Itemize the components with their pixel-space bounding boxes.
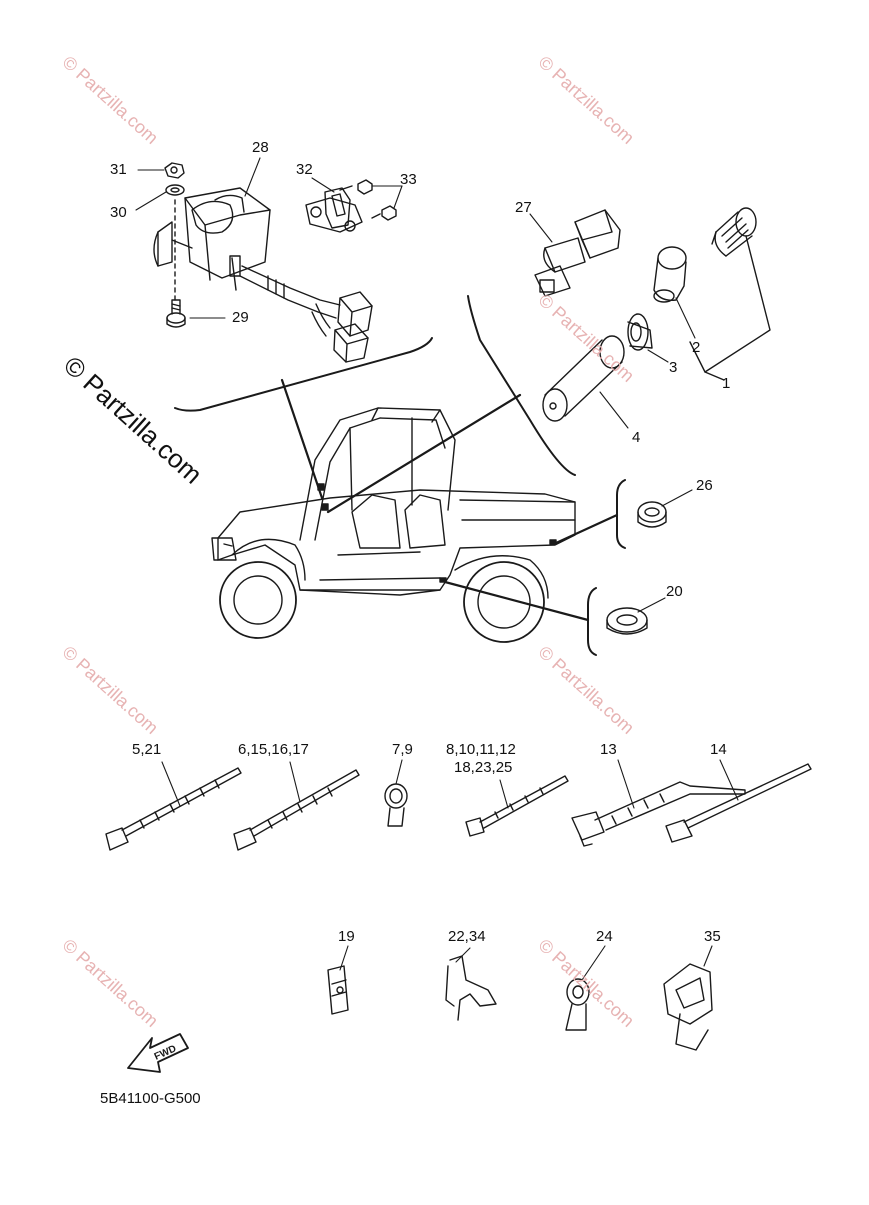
- callout-6-15-16-17: 6,15,16,17: [238, 741, 309, 758]
- leader-switch-left: [280, 378, 324, 500]
- callout-26: 26: [696, 477, 713, 494]
- callout-24: 24: [596, 928, 613, 945]
- vehicle-drawing: [211, 407, 576, 643]
- callout-7-9: 7,9: [392, 741, 413, 758]
- clip-22-34: [445, 955, 497, 1021]
- callout-33: 33: [400, 171, 417, 188]
- callout-5-21: 5,21: [132, 741, 162, 758]
- callout-31: 31: [110, 161, 127, 178]
- plug-1: [711, 207, 757, 257]
- callout-8-10-11-12: 8,10,11,12: [446, 741, 516, 758]
- washer-30: [165, 184, 185, 196]
- leader-26: [554, 513, 619, 545]
- nut-3: [627, 313, 653, 351]
- clip-24: [565, 978, 590, 1031]
- clip-35: [663, 963, 713, 1051]
- leader-20: [443, 580, 590, 622]
- cable-tie-14: [665, 763, 812, 843]
- sensor-32: [305, 187, 363, 233]
- callout-13: 13: [600, 741, 617, 758]
- screws-33: [339, 179, 397, 221]
- relay-unit-28: [153, 187, 373, 363]
- callout-14: 14: [710, 741, 727, 758]
- tube-4: [542, 335, 625, 422]
- callout-27: 27: [515, 199, 532, 216]
- callout-1: 1: [722, 375, 731, 392]
- callout-30: 30: [110, 204, 127, 221]
- cable-tie-8-25: [465, 775, 569, 837]
- callout-leaders: [135, 157, 739, 981]
- bracket-20: [587, 587, 597, 656]
- callout-18-23-25: 18,23,25: [454, 759, 513, 776]
- bolt-29: [166, 299, 186, 328]
- callout-35: 35: [704, 928, 721, 945]
- bracket-26: [616, 479, 626, 549]
- cable-tie-5-21: [105, 767, 242, 851]
- cable-tie-13: [571, 781, 746, 847]
- callout-19: 19: [338, 928, 355, 945]
- diagram-code: 5B41100-G500: [100, 1090, 201, 1107]
- callout-4: 4: [632, 429, 641, 446]
- callout-20: 20: [666, 583, 683, 600]
- callout-28: 28: [252, 139, 269, 156]
- cable-tie-6-17: [233, 769, 360, 851]
- fastener-31: [164, 162, 185, 179]
- clip-7-9: [384, 783, 408, 827]
- callout-3: 3: [669, 359, 678, 376]
- grommet-26: [637, 501, 667, 528]
- callout-29: 29: [232, 309, 249, 326]
- fwd-text: FWD: [153, 1043, 178, 1062]
- cap-2: [653, 246, 687, 303]
- callout-2: 2: [692, 339, 701, 356]
- grommet-20: [606, 607, 648, 635]
- sensor-27: [534, 209, 621, 297]
- leader-switch-right: [326, 393, 522, 514]
- top-left-bracket: [174, 337, 433, 412]
- callout-32: 32: [296, 161, 313, 178]
- clip-19: [327, 965, 349, 1015]
- top-right-bracket: [467, 295, 576, 476]
- callout-22-34: 22,34: [448, 928, 486, 945]
- bracket-1-4: [689, 235, 771, 373]
- fwd-arrow: [127, 1033, 189, 1073]
